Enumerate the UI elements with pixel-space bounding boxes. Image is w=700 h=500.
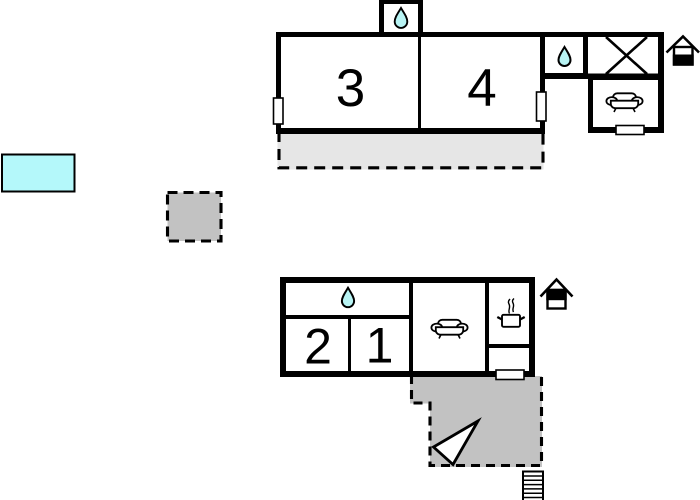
house-roof xyxy=(539,277,574,298)
water-drop-shape xyxy=(340,285,356,309)
sofa-icon-lower xyxy=(430,318,469,339)
stairs-icon xyxy=(522,470,544,500)
stairs-treads xyxy=(523,475,543,499)
swimming-pool xyxy=(1,153,76,193)
room-4-floor xyxy=(421,37,540,128)
steam-line-right xyxy=(511,297,515,313)
sofa-seat xyxy=(434,326,465,336)
room-1-floor xyxy=(351,319,409,371)
terrace-upper xyxy=(277,131,545,170)
water-drop-icon-upper-right xyxy=(557,45,572,67)
water-drop-shape xyxy=(393,6,409,29)
crossed-room-floor xyxy=(588,37,658,74)
house-body-filled-half xyxy=(546,288,567,301)
storage-floor xyxy=(489,348,529,371)
pot-body xyxy=(501,313,521,328)
window-living-upper xyxy=(615,124,645,136)
building-upper: 3 4 xyxy=(272,0,700,136)
building-upper-rooms xyxy=(281,4,658,128)
terrace-upper-dashed-border xyxy=(277,131,545,170)
water-drop-icon-lower xyxy=(340,285,356,309)
room-2-floor xyxy=(286,319,348,371)
window-lower-bottom xyxy=(495,369,525,381)
direction-triangle-icon xyxy=(431,417,482,467)
room-3-label: 3 xyxy=(336,59,365,118)
steam-line-left xyxy=(507,298,511,314)
cooking-pot-icon xyxy=(496,297,526,328)
terrace-lower-dashed-border xyxy=(409,377,544,468)
room-3-floor xyxy=(281,37,418,128)
sofa-icon-upper xyxy=(605,92,644,113)
sofa-seat xyxy=(609,99,640,110)
water-drop-shape xyxy=(557,45,572,67)
house-level-icon-upper-plan xyxy=(665,34,700,66)
terrace-upper-fill xyxy=(277,131,544,170)
window-room3-left xyxy=(272,97,284,125)
crossed-room-marker-icon xyxy=(605,36,648,75)
window-room4-right xyxy=(535,91,547,122)
house-body-filled-half xyxy=(672,54,694,66)
building-lower: 2 1 xyxy=(280,277,574,381)
dashed-square-outbuilding xyxy=(165,190,223,243)
house-roof xyxy=(665,34,700,54)
water-drop-icon-top-annex xyxy=(393,6,409,29)
room-4-label: 4 xyxy=(467,59,496,118)
pot-handles xyxy=(496,315,526,321)
house-level-icon-lower-plan xyxy=(539,277,574,310)
building-upper-windows xyxy=(272,91,645,136)
room-2-label: 2 xyxy=(304,319,332,375)
room-1-label: 1 xyxy=(366,318,394,374)
